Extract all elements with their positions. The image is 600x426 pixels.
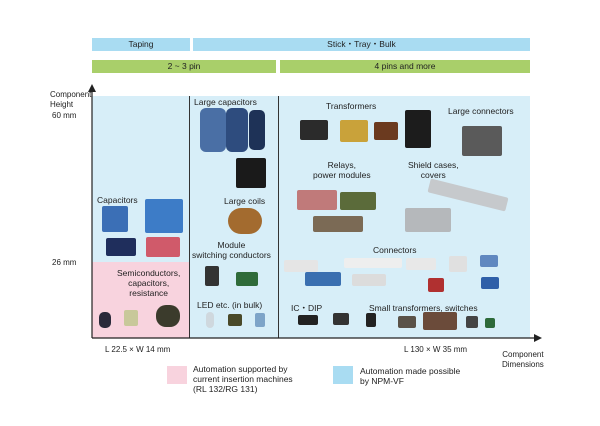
divider-pins	[278, 96, 279, 338]
capacitor-blue-small-image	[102, 206, 128, 232]
stick-tray-bulk-bar: Stick・Tray・Bulk	[193, 38, 530, 51]
large-box-capacitor-image	[236, 158, 266, 188]
small-switch-2-image	[485, 318, 495, 328]
connector-white-1-image	[284, 260, 318, 272]
x-axis-title: Component Dimensions	[502, 350, 544, 369]
x-tick-large: L 130 × W 35 mm	[404, 345, 468, 354]
small-transformer-1-image	[398, 316, 416, 328]
label-capacitors: Capacitors	[97, 195, 138, 205]
relay-1-image	[297, 190, 337, 210]
label-ic-dip: IC・DIP	[291, 303, 323, 313]
y-tick-60: 60 mm	[52, 111, 77, 120]
label-module-switching: Module switching conductors	[192, 240, 271, 260]
legend-blue-text: Automation made possible by NPM-VF	[360, 366, 461, 386]
divider-taping	[189, 96, 190, 338]
label-semiconductors: Semiconductors, capacitors, resistance	[117, 268, 181, 298]
resistor-coil-image	[156, 305, 180, 327]
pins-4-more-bar: 4 pins and more	[280, 60, 530, 73]
led-box-image	[228, 314, 242, 326]
transformer-1-image	[300, 120, 328, 140]
connector-white-3-image	[449, 256, 467, 272]
legend-pink-text: Automation supported by current insertio…	[193, 364, 293, 394]
label-large-connectors: Large connectors	[448, 106, 514, 116]
large-capacitor-1-image	[200, 108, 226, 152]
led-clear-image	[206, 312, 214, 328]
connector-white-2-image	[406, 258, 436, 270]
small-transformer-2-image	[423, 312, 457, 330]
relay-2-image	[340, 192, 376, 210]
capacitor-blue-large-image	[145, 199, 183, 233]
transformer-tall-image	[405, 110, 431, 148]
large-capacitor-2-image	[226, 108, 248, 152]
label-transformers: Transformers	[326, 101, 377, 111]
legend-pink-swatch	[167, 366, 187, 384]
label-small-transformers: Small transformers, switches	[369, 303, 478, 313]
label-shield-cases: Shield cases, covers	[408, 160, 459, 180]
pins-2-3-bar: 2 ~ 3 pin	[92, 60, 276, 73]
label-relays: Relays, power modules	[313, 160, 371, 180]
semiconductor-cylinder-image	[99, 312, 111, 328]
ic-dip-2-image	[333, 313, 349, 325]
capacitor-box-image	[124, 310, 138, 326]
connector-white-long-image	[344, 258, 402, 268]
connector-blue-3-image	[481, 277, 499, 289]
legend-blue-swatch	[333, 366, 353, 384]
connector-blue-1-image	[480, 255, 498, 267]
shield-case-image	[405, 208, 451, 232]
large-coil-image	[228, 208, 262, 234]
y-tick-26: 26 mm	[52, 258, 77, 267]
ic-dip-1-image	[298, 315, 318, 325]
module-switch-1-image	[205, 266, 219, 286]
label-large-coils: Large coils	[224, 196, 266, 206]
small-switch-1-image	[466, 316, 478, 328]
x-tick-small: L 22.5 × W 14 mm	[105, 345, 171, 354]
ic-dip-3-image	[366, 313, 376, 327]
capacitor-red-image	[146, 237, 180, 257]
transformer-3-image	[374, 122, 398, 140]
label-large-capacitors: Large capacitors	[194, 97, 257, 107]
y-axis-title: Component Height	[50, 90, 92, 109]
taping-bar: Taping	[92, 38, 190, 51]
label-led: LED etc. (in bulk)	[197, 300, 263, 310]
label-connectors: Connectors	[373, 245, 417, 255]
connector-blue-2-image	[305, 272, 341, 286]
connector-red-image	[428, 278, 444, 292]
capacitor-dark-image	[106, 238, 136, 256]
large-connector-image	[462, 126, 502, 156]
transformer-2-image	[340, 120, 368, 142]
large-capacitor-3-image	[249, 110, 265, 150]
led-blue-image	[255, 313, 265, 327]
connector-white-4-image	[352, 274, 386, 286]
module-switch-2-image	[236, 272, 258, 286]
power-module-image	[313, 216, 363, 232]
